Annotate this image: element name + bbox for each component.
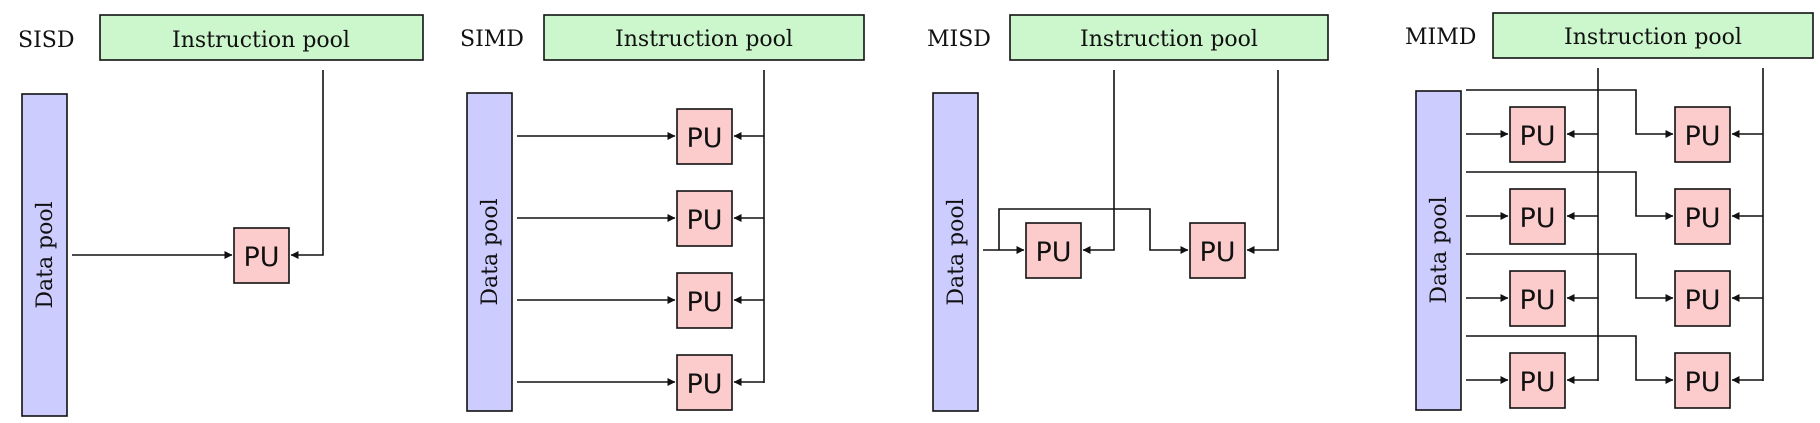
mimd-title: MIMD — [1405, 25, 1476, 50]
pu-label: PU — [1684, 285, 1720, 316]
simd-panel: SIMD Instruction pool Data pool PU PU PU — [460, 14, 865, 412]
misd-title: MISD — [927, 27, 991, 52]
pu-label: PU — [1684, 121, 1720, 152]
mimd-data-pool-label: Data pool — [1427, 196, 1452, 303]
sisd-title: SISD — [18, 28, 74, 53]
pu-box: PU — [676, 108, 733, 165]
sisd-panel: SISD Instruction pool Data pool PU — [18, 14, 424, 417]
sisd-instruction-pool: Instruction pool — [99, 14, 424, 61]
pu-label: PU — [686, 369, 722, 400]
misd-instruction-pool-label: Instruction pool — [1080, 27, 1258, 52]
misd-data-pool: Data pool — [932, 92, 979, 412]
simd-data-pool-label: Data pool — [478, 198, 503, 305]
pu-box: PU — [1674, 352, 1731, 409]
pu-label: PU — [243, 242, 279, 273]
pu-label: PU — [686, 123, 722, 154]
data-arrow — [1466, 89, 1674, 138]
pu-label: PU — [1684, 203, 1720, 234]
pu-box: PU — [1509, 270, 1566, 327]
pu-box: PU — [676, 190, 733, 247]
data-arrow — [1466, 171, 1674, 220]
data-arrow — [998, 208, 1189, 254]
pu-box: PU — [1674, 188, 1731, 245]
pu-label: PU — [686, 287, 722, 318]
misd-data-pool-label: Data pool — [944, 198, 969, 305]
pu-label: PU — [686, 205, 722, 236]
pu-label: PU — [1519, 367, 1555, 398]
pu-box: PU — [1509, 352, 1566, 409]
instruction-arrow — [1082, 70, 1115, 254]
pu-label: PU — [1035, 237, 1071, 268]
pu-box: PU — [1189, 222, 1246, 279]
instruction-arrow — [1246, 70, 1279, 254]
mimd-instruction-pool: Instruction pool — [1492, 12, 1814, 59]
data-arrow — [1466, 335, 1674, 384]
mimd-instruction-pool-label: Instruction pool — [1564, 25, 1742, 50]
pu-box: PU — [1025, 222, 1082, 279]
pu-box: PU — [676, 272, 733, 329]
pu-box: PU — [1509, 188, 1566, 245]
pu-label: PU — [1519, 285, 1555, 316]
pu-label: PU — [1684, 367, 1720, 398]
simd-data-pool: Data pool — [466, 92, 513, 412]
pu-box: PU — [1674, 106, 1731, 163]
simd-instruction-pool: Instruction pool — [543, 14, 865, 61]
sisd-data-pool: Data pool — [21, 93, 68, 417]
pu-box: PU — [1674, 270, 1731, 327]
sisd-instruction-pool-label: Instruction pool — [172, 28, 350, 53]
pu-box: PU — [1509, 106, 1566, 163]
sisd-data-pool-label: Data pool — [33, 201, 58, 308]
pu-label: PU — [1519, 121, 1555, 152]
misd-panel: MISD Instruction pool Data pool PU PU — [927, 14, 1329, 412]
data-arrow — [1466, 253, 1674, 302]
pu-box: PU — [676, 354, 733, 411]
instruction-arrow — [290, 70, 324, 259]
mimd-panel: MIMD Instruction pool Data pool PU PU PU — [1405, 12, 1814, 411]
simd-title: SIMD — [460, 27, 524, 52]
misd-instruction-pool: Instruction pool — [1009, 14, 1329, 61]
pu-box: PU — [233, 227, 290, 284]
pu-label: PU — [1519, 203, 1555, 234]
simd-instruction-pool-label: Instruction pool — [615, 27, 793, 52]
mimd-data-pool: Data pool — [1415, 90, 1462, 411]
pu-label: PU — [1199, 237, 1235, 268]
